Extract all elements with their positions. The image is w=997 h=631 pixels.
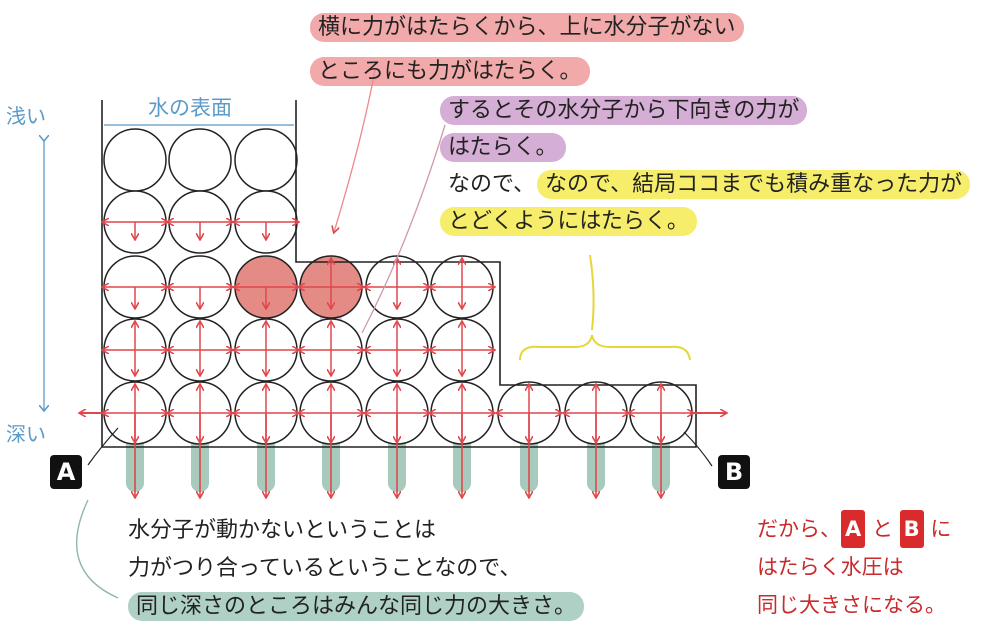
side-note-line1: するとその水分子から下向きの力が (440, 96, 808, 125)
conclusion-line2: はたらく水圧は (757, 555, 904, 579)
brace-yellow (519, 334, 691, 361)
water-molecule (168, 128, 232, 192)
bottom-note-line3: 同じ深さのところはみんな同じ力の大きさ。 (128, 592, 585, 621)
bottom-note-line2: 力がつり合っているということなので、 (128, 556, 522, 581)
water-molecule (234, 128, 298, 192)
top-note: 横に力がはたらくから、上に水分子がない ところにも力がはたらく。 (310, 6, 744, 94)
bottom-note-line1: 水分子が動かないということは (128, 518, 437, 543)
force-arrows (80, 222, 726, 497)
callout-line-top (334, 69, 376, 232)
conclusion-b-box: B (899, 510, 924, 548)
conclusion-prefix: だから、 (757, 517, 841, 541)
side-note-line4: とどくようにはたらく。 (440, 207, 697, 236)
water-molecule (103, 128, 167, 192)
side-note-line3: なので、結局ココまでも積み重なった力が (537, 170, 971, 199)
side-note-line2: はたらく。 (440, 133, 566, 162)
top-note-line2: ところにも力がはたらく。 (310, 57, 590, 86)
pointer-line-bottom (75, 499, 119, 599)
pointer-line-b (683, 431, 713, 467)
bottom-note: 水分子が動かないということは 力がつり合っているということなので、 同じ深さのと… (128, 512, 585, 626)
conclusion-and: と (871, 517, 893, 541)
side-note: するとその水分子から下向きの力が はたらく。 なので、 とどくようにはたらく。 (440, 92, 808, 240)
point-a-badge: A (50, 455, 82, 489)
conclusion-line3: 同じ大きさになる。 (757, 593, 946, 617)
callout-line-purple (361, 124, 446, 334)
side-note-line3-wrap: なので、結局ココまでも積み重なった力が (537, 166, 971, 203)
depth-label-shallow: 浅い (6, 104, 46, 128)
surface-label: 水の表面 (148, 96, 232, 120)
depth-label-deep: 深い (6, 422, 46, 446)
side-note-line3a: なので、 (448, 172, 536, 197)
conclusion-note: だから、A と B に はたらく水圧は 同じ大きさになる。 (757, 510, 951, 624)
callout-arrow-yellow (589, 254, 595, 331)
conclusion-a-box: A (841, 510, 866, 548)
top-note-line1: 横に力がはたらくから、上に水分子がない (310, 13, 744, 42)
pointer-line-a (87, 427, 119, 466)
conclusion-suffix: に (930, 517, 952, 541)
point-b-badge: B (718, 455, 750, 489)
